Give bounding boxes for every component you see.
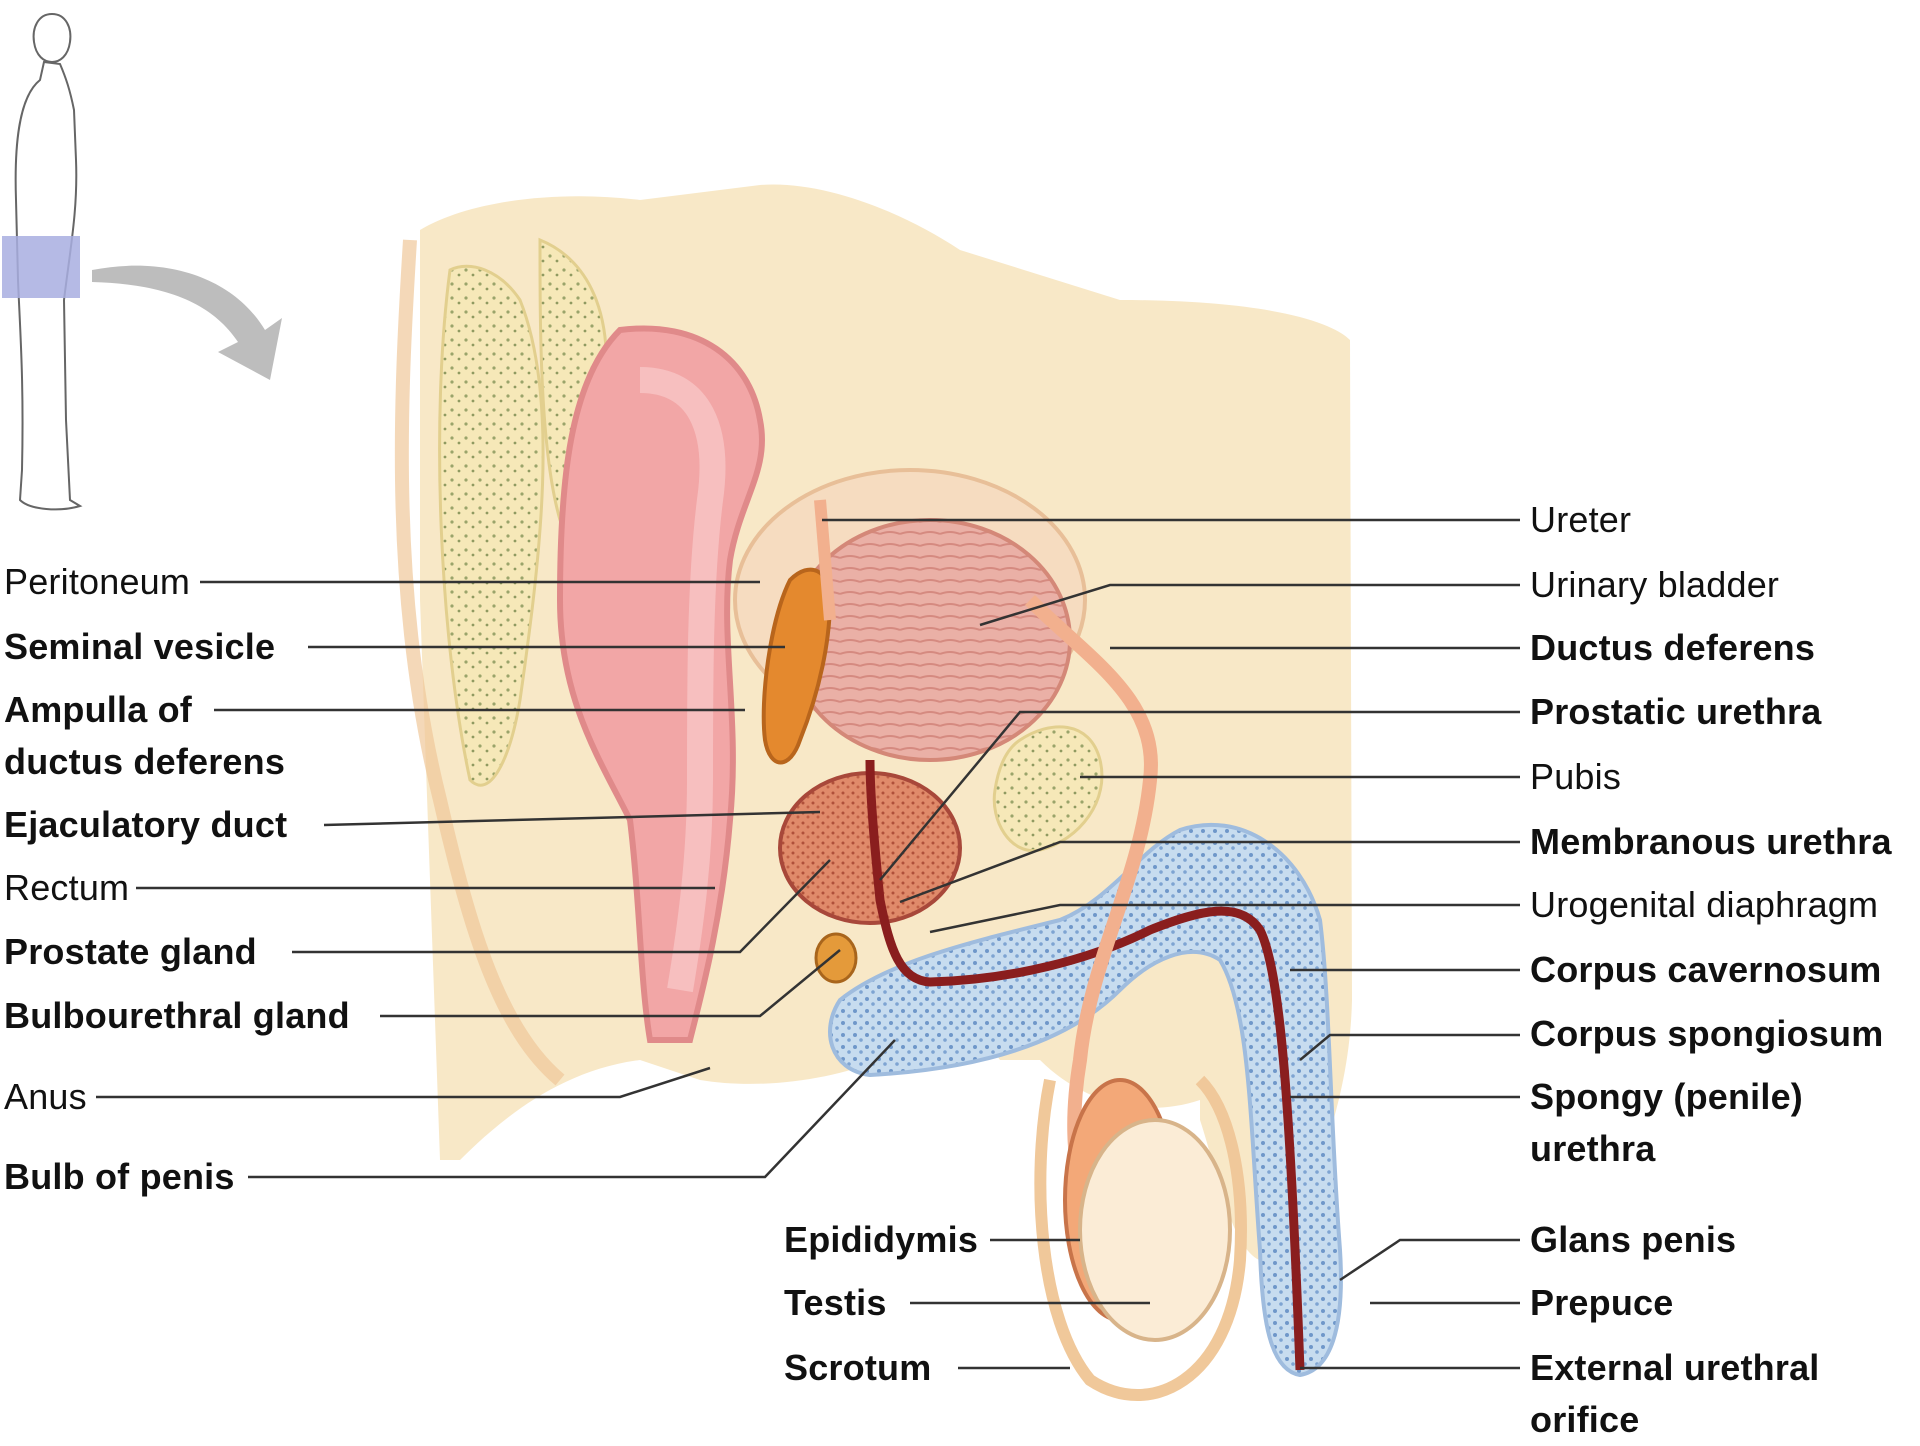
label-epididymis: Epididymis xyxy=(784,1214,978,1266)
label-urogenital-diaphragm: Urogenital diaphragm xyxy=(1530,879,1878,931)
label-glans-penis: Glans penis xyxy=(1530,1214,1736,1266)
label-ureter: Ureter xyxy=(1530,494,1631,546)
label-membranous-urethra: Membranous urethra xyxy=(1530,816,1892,868)
label-spongy-penile-urethra: Spongy (penile) urethra xyxy=(1530,1071,1803,1175)
label-corpus-spongiosum: Corpus spongiosum xyxy=(1530,1008,1883,1060)
label-external-urethral-orifice: External urethral orifice xyxy=(1530,1342,1820,1446)
label-prostate-gland: Prostate gland xyxy=(4,926,257,978)
label-bulbourethral-gland: Bulbourethral gland xyxy=(4,990,350,1042)
label-ampulla-line2: ductus deferens xyxy=(4,736,285,788)
label-anus: Anus xyxy=(4,1071,87,1123)
label-spongy-line2: urethra xyxy=(1530,1123,1803,1175)
label-peritoneum: Peritoneum xyxy=(4,556,190,608)
label-prostatic-urethra: Prostatic urethra xyxy=(1530,686,1822,738)
view-arrow xyxy=(92,266,282,380)
label-seminal-vesicle: Seminal vesicle xyxy=(4,621,275,673)
label-urinary-bladder: Urinary bladder xyxy=(1530,559,1779,611)
locator-highlight-box xyxy=(2,236,80,298)
label-rectum: Rectum xyxy=(4,862,129,914)
label-ampulla-line1: Ampulla of xyxy=(4,684,285,736)
label-corpus-cavernosum: Corpus cavernosum xyxy=(1530,944,1882,996)
label-external-line1: External urethral xyxy=(1530,1342,1820,1394)
testis-organ xyxy=(1080,1120,1230,1340)
label-ductus-deferens: Ductus deferens xyxy=(1530,622,1815,674)
label-testis: Testis xyxy=(784,1277,887,1329)
label-pubis: Pubis xyxy=(1530,751,1621,803)
label-spongy-line1: Spongy (penile) xyxy=(1530,1071,1803,1123)
label-bulb-of-penis: Bulb of penis xyxy=(4,1151,235,1203)
label-ejaculatory-duct: Ejaculatory duct xyxy=(4,799,287,851)
label-prepuce: Prepuce xyxy=(1530,1277,1673,1329)
bulbourethral-organ xyxy=(816,934,856,982)
label-scrotum: Scrotum xyxy=(784,1342,931,1394)
label-ampulla-of-ductus-deferens: Ampulla of ductus deferens xyxy=(4,684,285,788)
label-external-line2: orifice xyxy=(1530,1394,1820,1446)
